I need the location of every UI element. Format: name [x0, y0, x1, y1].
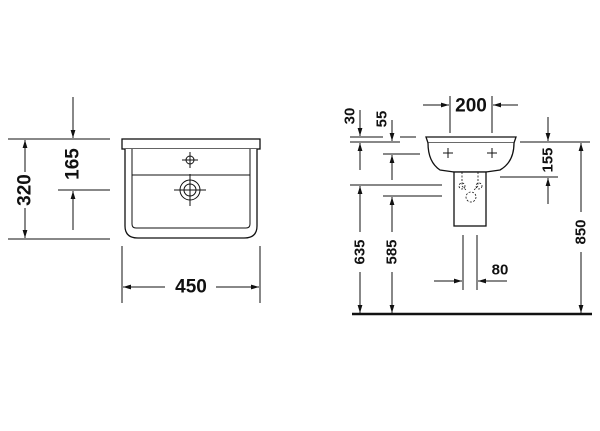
- dimension-underside-height: 635: [352, 239, 369, 264]
- washbasin-side: [425, 136, 517, 227]
- washbasin-front: [121, 138, 261, 239]
- dimension-pedestal-width: 80: [492, 262, 509, 279]
- side-view: 30 55 200 155 850 635 585 80: [342, 96, 592, 316]
- dimension-height: 320: [15, 174, 36, 206]
- dimension-total-height: 850: [573, 219, 590, 244]
- dimension-width: 450: [175, 277, 207, 298]
- dimension-outlet-height: 155: [540, 147, 557, 172]
- drain-icon: [174, 174, 206, 206]
- dimension-rim-to-hole: 55: [374, 111, 391, 128]
- dimension-hole-spacing: 200: [455, 96, 487, 117]
- dimension-rim-thickness: 30: [342, 108, 359, 125]
- front-view: 320 165 450: [8, 97, 261, 303]
- tap-hole-icon: [182, 152, 198, 168]
- pedestal: [453, 171, 487, 227]
- dimension-pedestal-top: 585: [384, 239, 401, 264]
- dimension-tap-to-top: 165: [63, 148, 84, 180]
